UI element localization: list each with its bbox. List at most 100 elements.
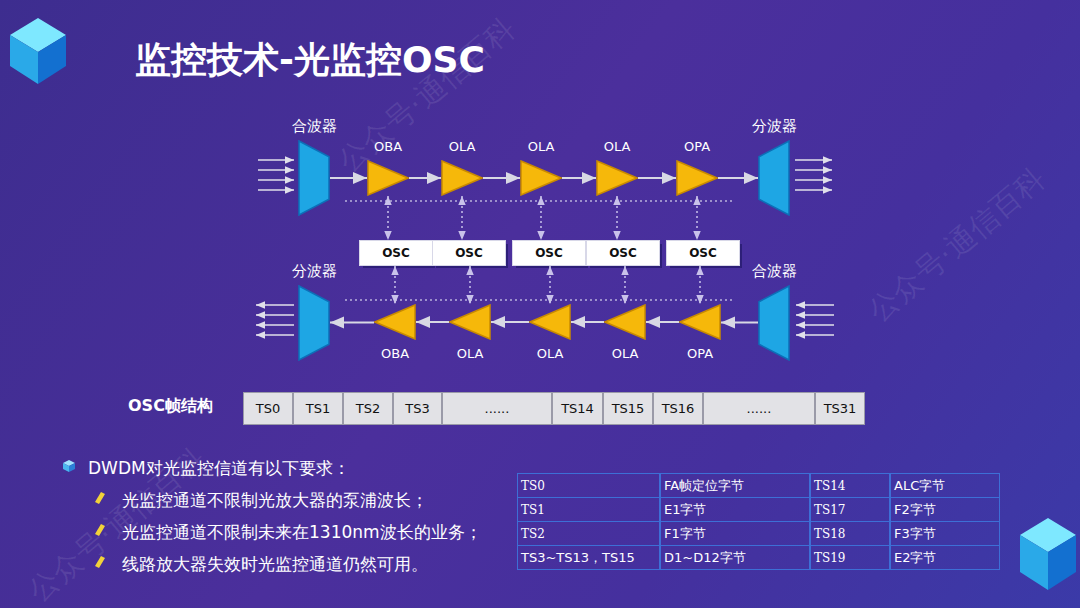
frame-cell: TS16 xyxy=(653,392,703,425)
shape-outline xyxy=(298,140,330,216)
fiber-connector xyxy=(330,177,367,179)
frame-cell: TS0 xyxy=(243,392,293,425)
frame-cell: ...... xyxy=(442,392,552,425)
table-cell: TS18 xyxy=(810,521,890,546)
device-label: OBA xyxy=(374,139,402,154)
device-label: OLA xyxy=(528,139,555,154)
shape-fill xyxy=(299,286,329,360)
amplifier-triangle: OLA xyxy=(529,304,571,340)
device-label: OLA xyxy=(604,139,631,154)
osc-connector xyxy=(616,196,618,240)
osc-connector xyxy=(461,196,463,240)
wdm-trapezoid: 合波器 xyxy=(758,285,790,361)
amplifier-triangle: OPA xyxy=(676,160,718,196)
shape-outline xyxy=(758,285,790,361)
cube-icon xyxy=(10,18,66,84)
osc-connector xyxy=(699,266,701,304)
amplifier-triangle: OLA xyxy=(596,160,638,196)
shape-fill xyxy=(442,161,482,195)
table-cell: TS0 xyxy=(517,473,660,498)
table-cell: F2字节 xyxy=(890,497,1000,522)
shape-fill xyxy=(677,161,717,195)
table-cell: ALC字节 xyxy=(890,473,1000,498)
device-label: OPA xyxy=(687,346,713,361)
device-label: OLA xyxy=(449,139,476,154)
table-cell: FA帧定位字节 xyxy=(660,473,810,498)
shape-outline xyxy=(676,160,718,196)
amplifier-triangle: OLA xyxy=(604,304,646,340)
shape-fill xyxy=(368,161,408,195)
device-label: OPA xyxy=(684,139,710,154)
shape-outline xyxy=(529,304,571,340)
box-label: OSC xyxy=(689,246,717,260)
table-cell: E1字节 xyxy=(660,497,810,522)
bullet-item: 光监控通道不限制未来在1310nm波长的业务； xyxy=(122,521,482,544)
table-cell: F3字节 xyxy=(890,521,1000,546)
shape-outline xyxy=(679,304,721,340)
osc-connector xyxy=(387,196,389,240)
shape-outline xyxy=(449,304,491,340)
shape-outline xyxy=(367,160,409,196)
bullet-item: 线路放大器失效时光监控通道仍然可用。 xyxy=(122,553,428,576)
shape-fill xyxy=(605,305,645,339)
frame-cell: TS1 xyxy=(293,392,343,425)
amplifier-triangle: OLA xyxy=(449,304,491,340)
frame-cell: TS2 xyxy=(343,392,393,425)
box-label: OSC xyxy=(455,246,483,260)
shape-fill xyxy=(521,161,561,195)
device-label: OBA xyxy=(381,346,409,361)
wdm-trapezoid: 合波器 xyxy=(298,140,330,216)
shape-outline xyxy=(596,160,638,196)
device-label: 合波器 xyxy=(292,117,337,136)
frame-title: OSC帧结构 xyxy=(128,396,213,417)
fiber-connector xyxy=(638,177,676,179)
osc-path xyxy=(345,299,735,301)
shape-fill xyxy=(450,305,490,339)
wdm-trapezoid: 分波器 xyxy=(298,285,330,361)
amplifier-triangle: OBA xyxy=(374,304,416,340)
frame-cell: TS3 xyxy=(393,392,442,425)
device-label: OLA xyxy=(612,346,639,361)
device-label: 合波器 xyxy=(752,262,797,281)
box-label: OSC xyxy=(382,246,410,260)
bullet-item: 光监控通道不限制光放大器的泵浦波长； xyxy=(122,489,428,512)
device-label: OLA xyxy=(457,346,484,361)
table-cell: TS3~TS13，TS15 xyxy=(517,545,660,570)
osc-connector xyxy=(696,196,698,240)
osc-connector xyxy=(469,266,471,304)
fiber-connector xyxy=(718,177,758,179)
shape-outline xyxy=(758,140,790,216)
box-label: OSC xyxy=(609,246,637,260)
shape-outline xyxy=(298,285,330,361)
shape-fill xyxy=(759,141,789,215)
fiber-connector xyxy=(409,177,441,179)
shape-outline xyxy=(520,160,562,196)
cube-icon xyxy=(1020,518,1076,590)
device-label: 分波器 xyxy=(292,262,337,281)
watermark: 公众号·通信百科 xyxy=(330,9,525,182)
shape-outline xyxy=(374,304,416,340)
table-cell: TS14 xyxy=(810,473,890,498)
fiber-connector xyxy=(483,177,520,179)
slide-title: 监控技术-光监控OSC xyxy=(135,36,485,85)
fiber-connector xyxy=(721,322,758,324)
shape-fill xyxy=(759,286,789,360)
frame-cell: TS15 xyxy=(603,392,653,425)
fiber-connector xyxy=(416,321,449,323)
fiber-connector xyxy=(330,322,374,324)
amplifier-triangle: OBA xyxy=(367,160,409,196)
bullet-heading: DWDM对光监控信道有以下要求： xyxy=(88,457,350,480)
amplifier-triangle: OLA xyxy=(520,160,562,196)
fiber-connector xyxy=(491,321,529,323)
amplifier-triangle: OLA xyxy=(441,160,483,196)
table-cell: D1~D12字节 xyxy=(660,545,810,570)
bullet-icon xyxy=(63,460,75,472)
table-cell: TS17 xyxy=(810,497,890,522)
watermark: 公众号·通信百科 xyxy=(860,159,1055,332)
osc-box: OSC xyxy=(512,240,586,266)
frame-cell: ...... xyxy=(703,392,815,425)
table-cell: F1字节 xyxy=(660,521,810,546)
table-cell: TS2 xyxy=(517,521,660,546)
table-cell: TS1 xyxy=(517,497,660,522)
box-label: OSC xyxy=(535,246,563,260)
